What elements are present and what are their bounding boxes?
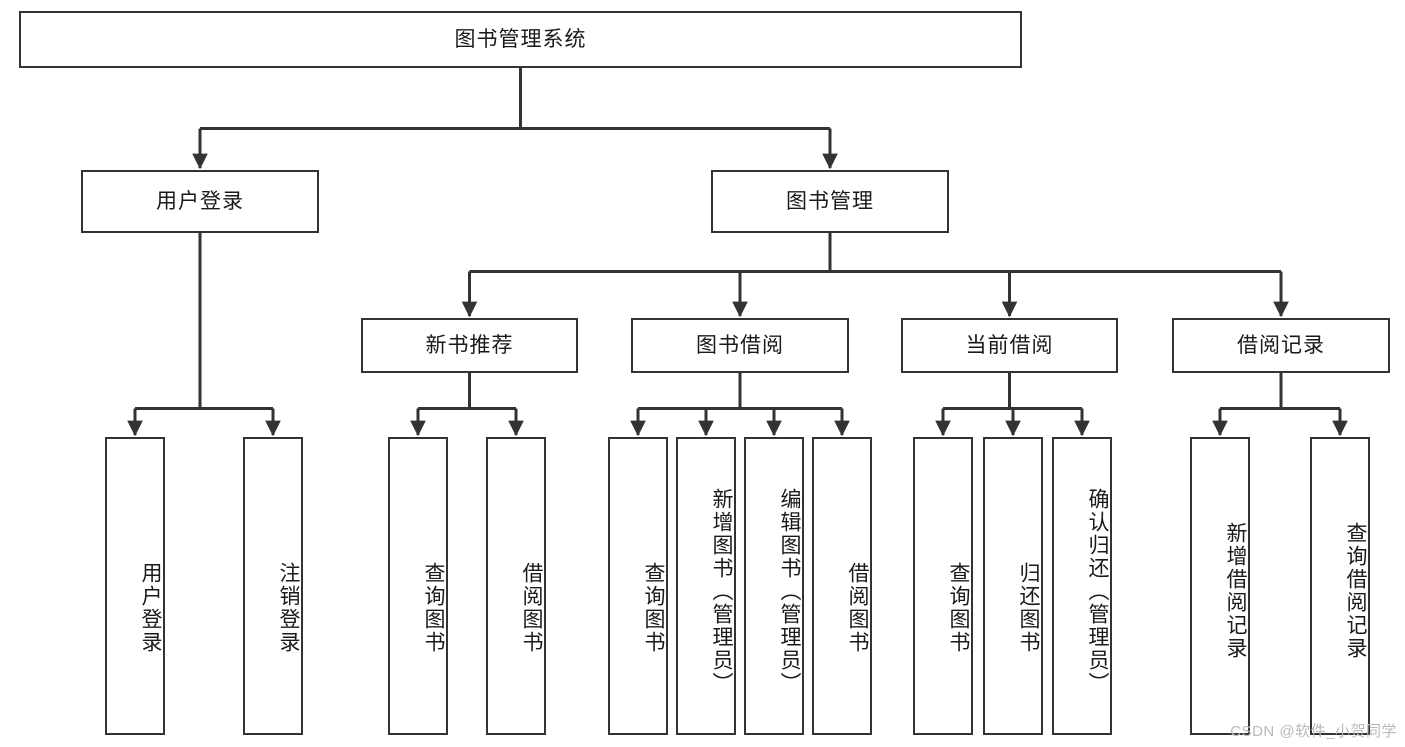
node-leaf-edit-book-label: 编辑图书（管理员） — [778, 487, 801, 695]
watermark-text: CSDN @软件_小贺同学 — [1230, 723, 1397, 740]
node-leaf-query-record[interactable]: 查询借阅记录 — [1310, 437, 1370, 735]
node-leaf-add-book[interactable]: 新增图书（管理员） — [676, 437, 736, 735]
node-leaf-confirm-return[interactable]: 确认归还（管理员） — [1052, 437, 1112, 735]
node-book-borrow[interactable]: 图书借阅 — [631, 318, 849, 373]
node-leaf-user-login[interactable]: 用户登录 — [105, 437, 165, 735]
node-leaf-logout-label: 注销登录 — [277, 562, 300, 654]
node-leaf-confirm-return-label: 确认归还（管理员） — [1086, 487, 1109, 695]
node-borrow-record[interactable]: 借阅记录 — [1172, 318, 1390, 373]
node-book-manage-label: 图书管理 — [786, 189, 874, 213]
node-new-book-rec[interactable]: 新书推荐 — [361, 318, 578, 373]
node-leaf-borrow-book-2[interactable]: 借阅图书 — [812, 437, 872, 735]
node-leaf-borrow-book-1-label: 借阅图书 — [520, 562, 543, 654]
node-leaf-edit-book[interactable]: 编辑图书（管理员） — [744, 437, 804, 735]
node-leaf-borrow-book-2-label: 借阅图书 — [846, 562, 869, 654]
node-leaf-logout[interactable]: 注销登录 — [243, 437, 303, 735]
node-leaf-query-book-1-label: 查询图书 — [422, 562, 445, 654]
node-leaf-query-book-1[interactable]: 查询图书 — [388, 437, 448, 735]
node-current-borrow-label: 当前借阅 — [965, 333, 1054, 357]
node-book-manage[interactable]: 图书管理 — [711, 170, 949, 233]
node-leaf-add-record-label: 新增借阅记录 — [1224, 522, 1247, 660]
node-leaf-query-book-3-label: 查询图书 — [947, 562, 970, 654]
node-leaf-add-book-label: 新增图书（管理员） — [710, 487, 733, 695]
node-root-label: 图书管理系统 — [454, 27, 587, 51]
node-user-login[interactable]: 用户登录 — [81, 170, 319, 233]
node-new-book-rec-label: 新书推荐 — [425, 333, 514, 357]
node-leaf-return-book-label: 归还图书 — [1017, 562, 1040, 654]
node-leaf-query-book-3[interactable]: 查询图书 — [913, 437, 973, 735]
node-current-borrow[interactable]: 当前借阅 — [901, 318, 1118, 373]
node-leaf-query-book-2-label: 查询图书 — [642, 562, 665, 654]
node-book-borrow-label: 图书借阅 — [696, 333, 784, 357]
node-leaf-user-login-label: 用户登录 — [139, 562, 162, 654]
node-leaf-query-record-label: 查询借阅记录 — [1344, 522, 1367, 660]
node-leaf-return-book[interactable]: 归还图书 — [983, 437, 1043, 735]
node-leaf-add-record[interactable]: 新增借阅记录 — [1190, 437, 1250, 735]
node-user-login-label: 用户登录 — [156, 189, 244, 213]
node-leaf-query-book-2[interactable]: 查询图书 — [608, 437, 668, 735]
node-root[interactable]: 图书管理系统 — [19, 11, 1022, 68]
node-leaf-borrow-book-1[interactable]: 借阅图书 — [486, 437, 546, 735]
node-borrow-record-label: 借阅记录 — [1237, 333, 1325, 357]
